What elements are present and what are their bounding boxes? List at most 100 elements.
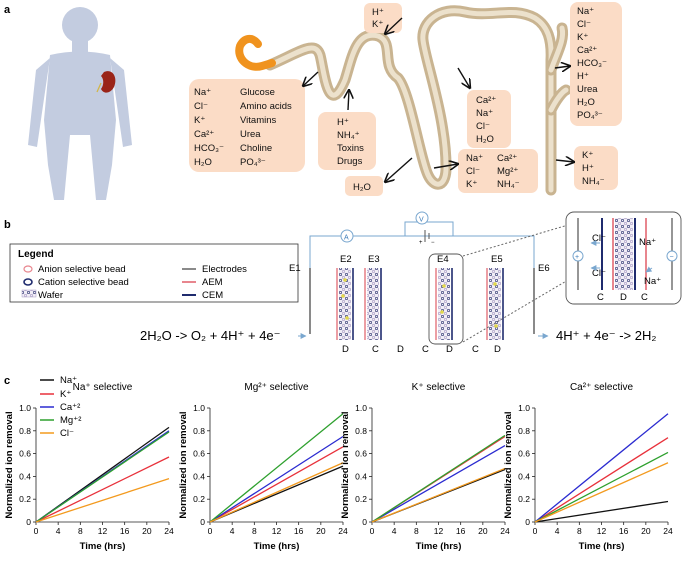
series-line	[534, 500, 669, 523]
series-line	[209, 462, 344, 523]
cation-bead-icon	[23, 278, 33, 286]
x-tick-label: 20	[641, 526, 651, 536]
anion-bead-icon	[23, 265, 33, 273]
legend-cation: Cation selective bead	[38, 277, 129, 288]
y-tick-label: 0.4	[355, 471, 367, 481]
stack-e2: E2	[336, 254, 354, 340]
nephron-tubule	[264, 5, 572, 196]
battery-minus: −	[431, 240, 435, 246]
x-tick-label: 8	[577, 526, 582, 536]
y-tick-label: 1.0	[19, 403, 31, 413]
legend-aem: AEM	[202, 277, 223, 288]
water-box: H₂O	[345, 176, 383, 196]
voltmeter-symbol: V	[419, 217, 424, 224]
x-tick-label: 24	[500, 526, 510, 536]
legend-electrodes: Electrodes	[202, 264, 247, 275]
bowmans-capsule	[235, 35, 276, 71]
loop-box: Na⁺ Cl⁻ K⁺ Ca²⁺ Mg²⁺ NH₄⁻	[458, 149, 538, 193]
loop-col2: Ca²⁺ Mg²⁺ NH₄⁻	[497, 153, 521, 190]
collecting-secretion-list: K⁺ H⁺ NH₄⁻	[582, 150, 605, 187]
x-tick-label: 0	[370, 526, 375, 536]
wafer-icon	[21, 289, 37, 298]
inset-ion-4: Na⁺	[644, 276, 661, 287]
label-e5: E5	[491, 254, 503, 265]
x-tick-label: 16	[619, 526, 629, 536]
chart-title: K⁺ selective	[412, 382, 466, 393]
y-tick-label: 1.0	[193, 403, 205, 413]
x-tick-label: 20	[316, 526, 326, 536]
y-axis-label: Normalized ion removal	[503, 411, 514, 518]
y-axis-label: Normalized ion removal	[178, 411, 189, 518]
chart-title: Ca²⁺ selective	[570, 382, 634, 393]
ammeter-icon	[340, 229, 354, 243]
y-tick-label: 0.8	[518, 426, 530, 436]
stack-e5: E5	[486, 254, 504, 340]
series-line	[35, 456, 170, 523]
collecting-secretion-box: K⁺ H⁺ NH₄⁻	[574, 146, 618, 190]
y-tick-label: 1.0	[518, 403, 530, 413]
panel-c-letter: c	[4, 375, 10, 387]
inset-minus: −	[670, 254, 674, 261]
water-label: H₂O	[353, 182, 371, 193]
series-line	[209, 435, 344, 523]
panel-b-letter: b	[4, 219, 11, 231]
chart-title: Mg²⁺ selective	[244, 382, 309, 393]
legend-title: Legend	[18, 249, 54, 260]
y-tick-label: 0	[362, 517, 367, 527]
loop-col1: Na⁺ Cl⁻ K⁺	[466, 153, 486, 190]
x-tick-label: 4	[56, 526, 61, 536]
legend-cl: Cl⁻	[60, 428, 74, 439]
inset-ion-2: Na⁺	[639, 237, 656, 248]
x-tick-label: 8	[252, 526, 257, 536]
x-tick-label: 12	[434, 526, 444, 536]
label-e6: E6	[538, 263, 550, 274]
series-line	[209, 413, 344, 523]
x-tick-label: 24	[663, 526, 673, 536]
y-tick-label: 0	[26, 517, 31, 527]
y-tick-label: 0.2	[193, 494, 205, 504]
inset-connector-top	[462, 224, 569, 257]
y-tick-label: 0.6	[355, 449, 367, 459]
inset-channel-d: D	[620, 292, 627, 303]
legend-anion: Anion selective bead	[38, 264, 126, 275]
x-axis-label: Time (hrs)	[416, 541, 462, 552]
human-silhouette	[28, 7, 132, 200]
y-tick-label: 0	[525, 517, 530, 527]
inset-ion-1: Cl⁻	[592, 233, 606, 244]
x-tick-label: 0	[208, 526, 213, 536]
x-tick-label: 0	[533, 526, 538, 536]
channel-d-3: D	[446, 344, 453, 355]
x-tick-label: 4	[230, 526, 235, 536]
series-line	[371, 467, 506, 523]
battery-plus: +	[419, 240, 423, 246]
panel-b-legend: Legend Anion selective bead Cation selec…	[9, 243, 299, 303]
y-tick-label: 1.0	[355, 403, 367, 413]
y-axis-label: Normalized ion removal	[4, 411, 15, 518]
inset-ion-3: Cl⁻	[592, 268, 606, 279]
x-tick-label: 24	[338, 526, 348, 536]
legend-cem: CEM	[202, 290, 223, 301]
series-line	[534, 451, 669, 523]
chart-title: Na⁺ selective	[73, 382, 133, 393]
x-tick-label: 20	[478, 526, 488, 536]
channel-c-1: C	[372, 344, 379, 355]
ammeter-symbol: A	[344, 235, 349, 242]
channel-d-1: D	[342, 344, 349, 355]
x-tick-label: 12	[597, 526, 607, 536]
inset-channel-c2: C	[641, 292, 648, 303]
x-tick-label: 8	[414, 526, 419, 536]
y-tick-label: 0.6	[19, 449, 31, 459]
x-tick-label: 12	[98, 526, 108, 536]
series-line	[534, 462, 669, 523]
cathode-reaction: 4H⁺ + 4e⁻ -> 2H₂	[556, 328, 656, 343]
channel-c-2: C	[422, 344, 429, 355]
stack-e4: E4	[435, 254, 453, 340]
top-small-list: H⁺ K⁺	[372, 7, 387, 30]
x-tick-label: 0	[34, 526, 39, 536]
highlight-box-e4	[428, 253, 464, 345]
panel-a-letter: a	[4, 4, 11, 16]
